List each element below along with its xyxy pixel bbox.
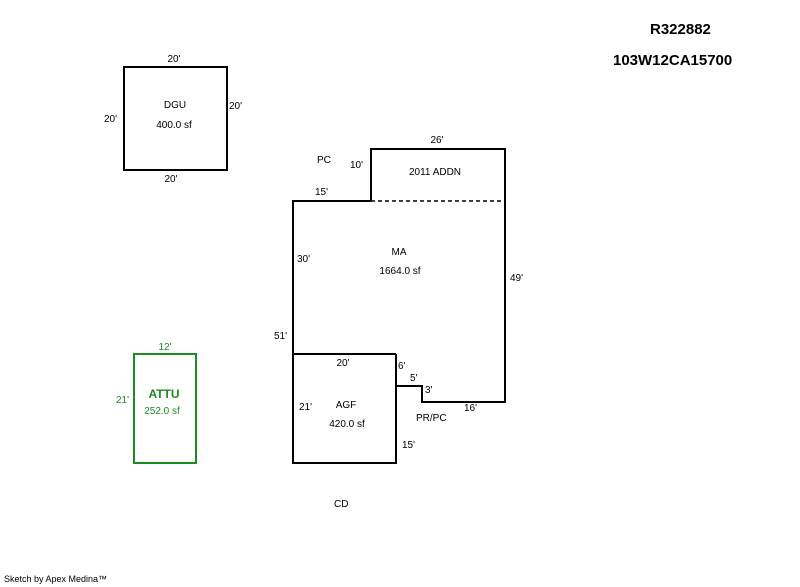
- dgu-area: 400.0 sf: [156, 120, 192, 131]
- dgu-name: DGU: [163, 100, 187, 111]
- ma-outline: [292, 200, 506, 464]
- cd-label: CD: [334, 499, 349, 510]
- addn-dim-top: 26': [430, 135, 444, 146]
- ma-dim-right: 49': [510, 273, 524, 284]
- agf-dim-step-small: 3': [425, 385, 433, 396]
- agf-area: 420.0 sf: [329, 419, 365, 430]
- attu-name: ATTU: [148, 387, 180, 401]
- ma-name: MA: [391, 247, 407, 258]
- ma-area: 1664.0 sf: [379, 266, 421, 277]
- ma-dim-bottom: 16': [464, 403, 478, 414]
- agf-dim-left: 21': [299, 402, 313, 413]
- attu-dim-left: 21': [116, 395, 130, 406]
- parcel-id: R322882: [650, 21, 711, 38]
- sketch-credit: Sketch by Apex Medina™: [4, 574, 108, 584]
- agf-dim-step-horizontal: 5': [410, 373, 418, 384]
- attu-dim-top: 12': [158, 342, 172, 353]
- addn-name: 2011 ADDN: [408, 167, 462, 178]
- addn-outline: [370, 148, 506, 201]
- dgu-dim-bottom: 20': [164, 174, 178, 185]
- agf-name: AGF: [335, 400, 357, 411]
- ma-dim-top-left: 15': [315, 187, 329, 198]
- agf-dim-top: 20': [336, 358, 350, 369]
- agf-dim-step-vertical: 6': [398, 361, 406, 372]
- dgu-dim-left: 20': [104, 114, 118, 125]
- attu-area: 252.0 sf: [144, 406, 180, 417]
- attu-outline: [133, 353, 197, 464]
- pr-pc-label: PR/PC: [416, 413, 447, 424]
- account-id: 103W12CA15700: [613, 52, 733, 69]
- dgu-dim-top: 20': [167, 54, 181, 65]
- dgu-dim-right: 20': [229, 101, 243, 112]
- ma-dim-left: 51': [274, 331, 288, 342]
- agf-dim-right-lower: 15': [402, 440, 416, 451]
- pc-label: PC: [317, 155, 331, 166]
- dgu-outline: [123, 66, 228, 171]
- addn-dim-left: 10': [350, 160, 364, 171]
- ma-dim-left-upper: 30': [297, 254, 311, 265]
